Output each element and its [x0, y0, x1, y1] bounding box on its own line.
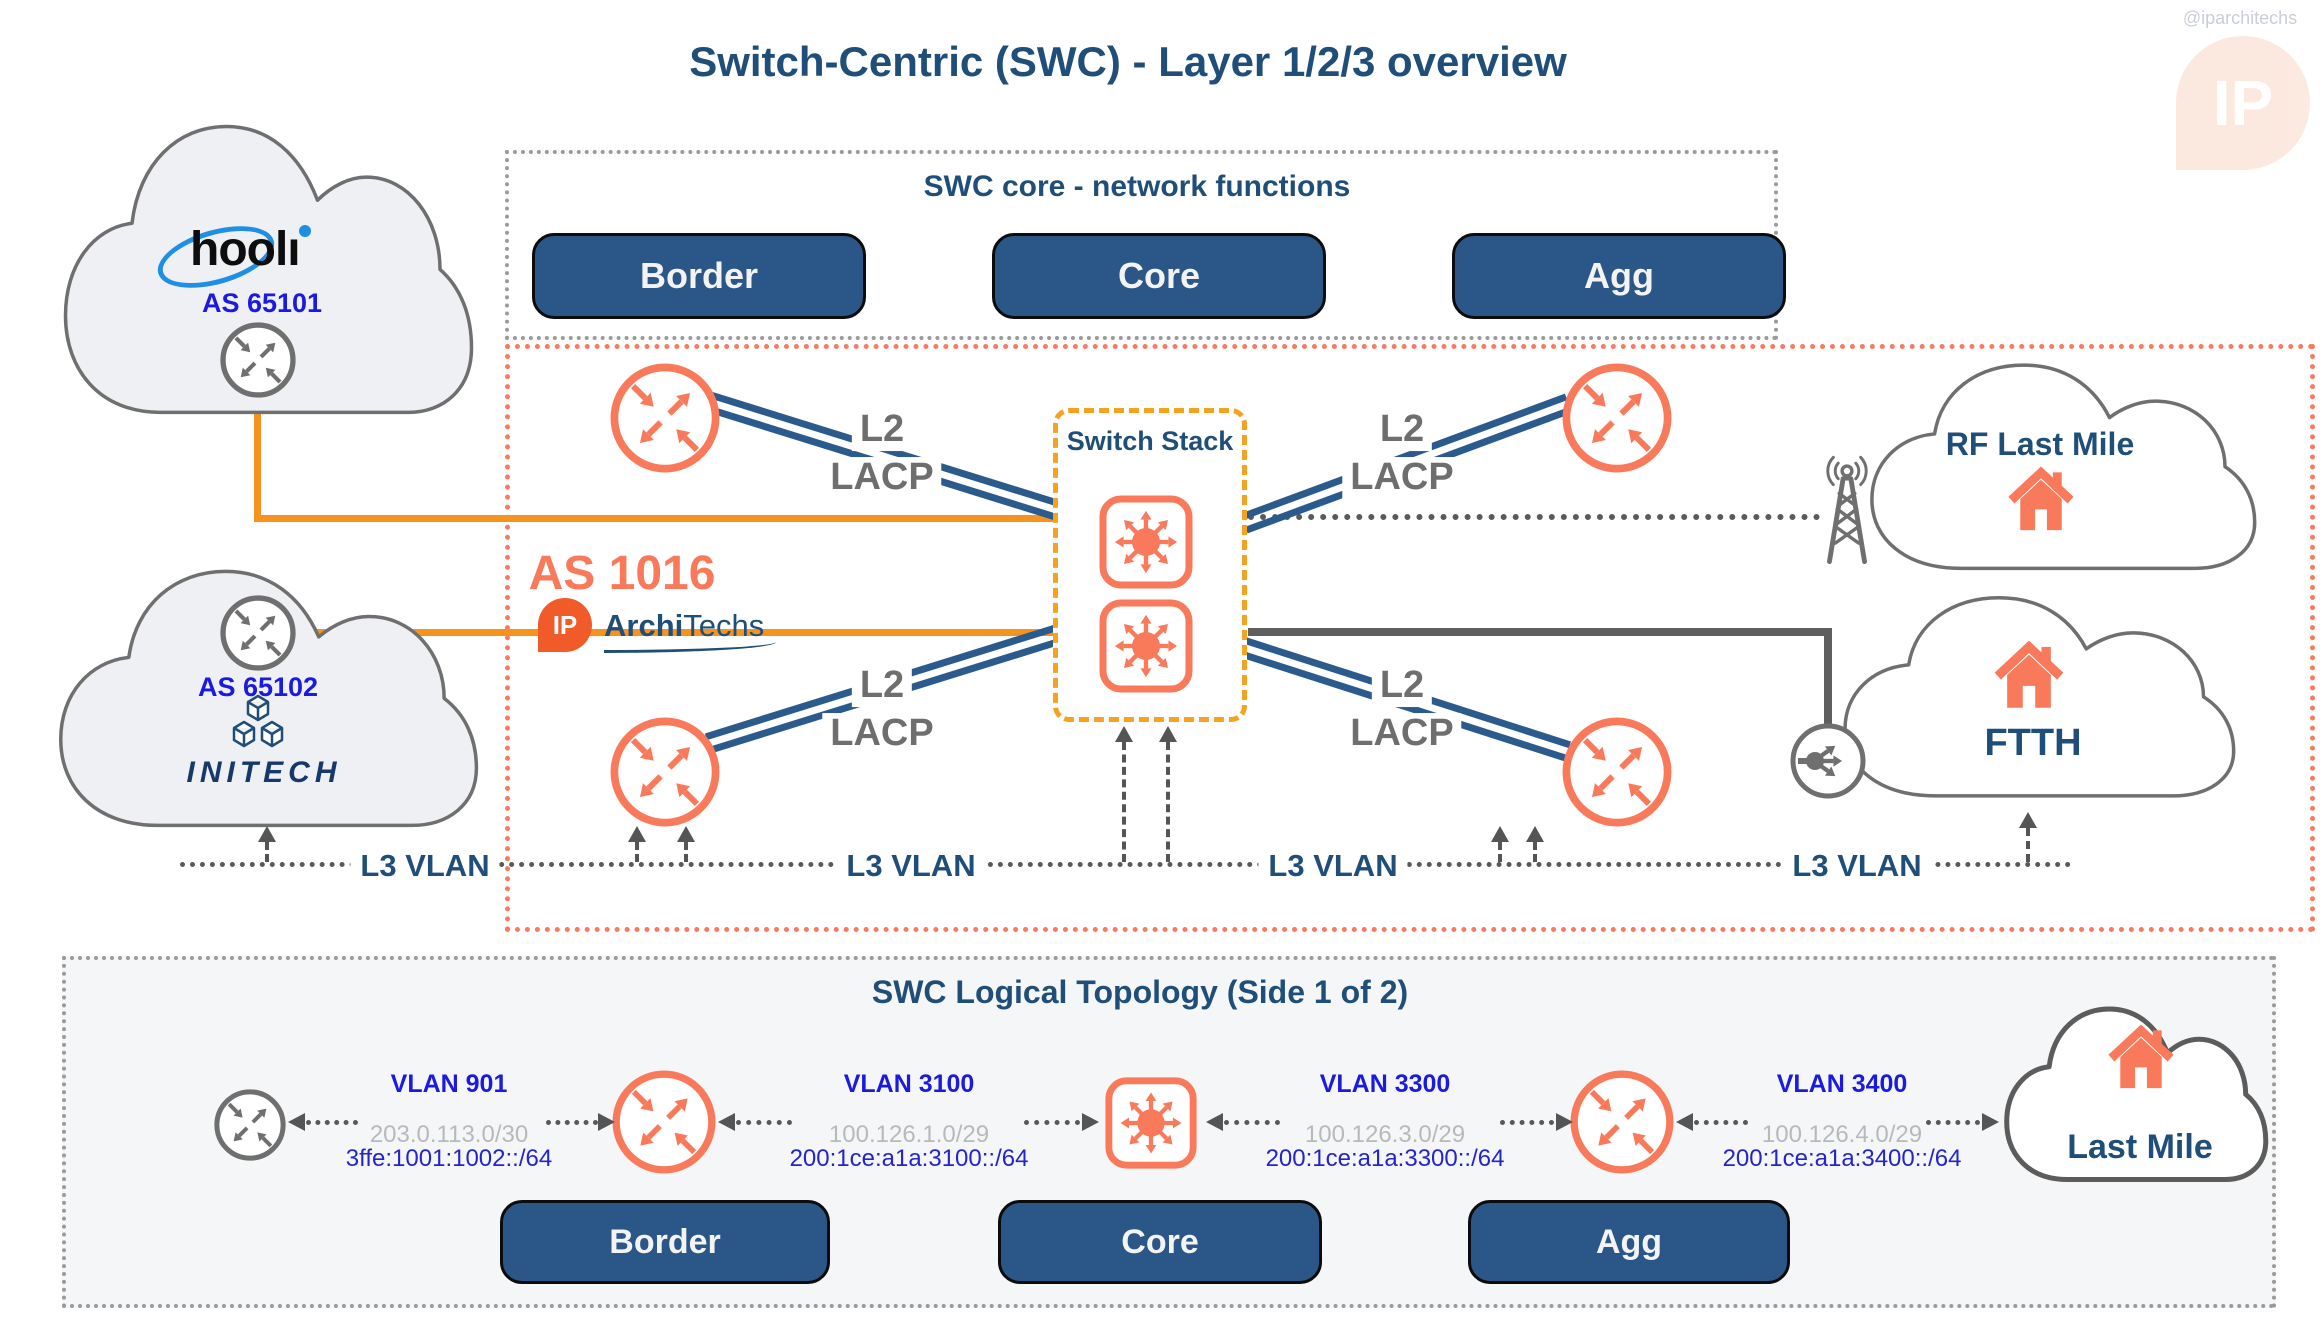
- lastmile-house-icon: [2108, 1024, 2174, 1089]
- swc-core-title: SWC core - network functions: [923, 170, 1351, 203]
- core-box-agg-button: Agg: [1452, 233, 1786, 319]
- vlan-3100-ipv6: 200:1ce:a1a:3100::/64: [789, 1145, 1029, 1172]
- lacp-label-bottom-left: LACP: [822, 713, 942, 755]
- rf-lastmile-dotted-link: [1248, 514, 1820, 520]
- l3-vlan-label-3: L3 VLAN: [1258, 848, 1408, 884]
- ftth-trunk-line: [1248, 628, 1832, 636]
- vlan-901-ipv6: 3ffe:1001:1002::/64: [345, 1145, 553, 1172]
- initech-logo-icon: [232, 694, 284, 748]
- core-box-core-button: Core: [992, 233, 1326, 319]
- l3-vlan-label-1: L3 VLAN: [350, 848, 500, 884]
- logical-core-switch-icon: [1102, 1074, 1200, 1172]
- arrow-to-stack-1: [1115, 726, 1133, 742]
- logical-agg-router-icon: [1570, 1070, 1674, 1174]
- logical-peer-router-icon: [214, 1089, 286, 1161]
- lacp-label-bottom-right: LACP: [1342, 713, 1462, 755]
- rf-lastmile-label: RF Last Mile: [1945, 426, 2135, 462]
- initech-uplink-line: [292, 629, 1056, 636]
- architechs-underline: [604, 642, 776, 653]
- optical-splitter-icon: [1790, 723, 1866, 799]
- arrow-to-agg-router-1: [1491, 826, 1509, 842]
- l2-label-bottom-left: L2: [851, 665, 913, 707]
- vlan-3100-ipv4: 100.126.1.0/29: [828, 1121, 990, 1148]
- l2-label-top-left: L2: [851, 409, 913, 451]
- ftth-trunk-line-drop: [1824, 628, 1832, 728]
- border-router-bottom-left-icon: [610, 717, 720, 827]
- arrow-to-ftth: [2019, 812, 2037, 828]
- ftth-house-icon: [1994, 640, 2064, 708]
- architechs-badge-icon: IP: [538, 598, 592, 652]
- logical-topology-title: SWC Logical Topology (Side 1 of 2): [871, 974, 1409, 1010]
- arrow-to-stack-2: [1159, 726, 1177, 742]
- vlan-3100-label: VLAN 3100: [843, 1070, 975, 1098]
- logical-core-button: Core: [998, 1200, 1322, 1284]
- page-title: Switch-Centric (SWC) - Layer 1/2/3 overv…: [689, 38, 1567, 85]
- vlan-901-label: VLAN 901: [390, 1070, 508, 1098]
- hooli-i-dot-icon: [299, 225, 311, 237]
- vlan-3300-ipv4: 100.126.3.0/29: [1304, 1121, 1466, 1148]
- l3-vlan-label-2: L3 VLAN: [836, 848, 986, 884]
- logical-agg-button: Agg: [1468, 1200, 1790, 1284]
- watermark-handle: @iparchitechs: [2182, 8, 2298, 28]
- architechs-wordmark: ArchiTechs: [604, 608, 765, 643]
- arrow-to-agg-router-2: [1526, 826, 1544, 842]
- border-router-top-left-icon: [610, 363, 720, 473]
- hooli-uplink-line: [254, 396, 261, 522]
- l3-vlan-label-4: L3 VLAN: [1782, 848, 1932, 884]
- swc-physical-box: [505, 344, 2315, 932]
- l3-vlan-dotted-line: [180, 862, 2072, 867]
- ftth-label: FTTH: [1984, 722, 2082, 764]
- initech-router-icon: [220, 595, 296, 671]
- l2-label-top-right: L2: [1371, 409, 1433, 451]
- vlan-3400-ipv4: 100.126.4.0/29: [1761, 1121, 1923, 1148]
- initech-name-label: INITECH: [186, 756, 342, 789]
- agg-router-bottom-right-icon: [1562, 717, 1672, 827]
- lastmile-label: Last Mile: [2067, 1128, 2213, 1166]
- vlan-3300-label: VLAN 3300: [1319, 1070, 1451, 1098]
- arrow-to-border-router-2: [677, 826, 695, 842]
- as1016-label: AS 1016: [528, 547, 716, 600]
- logical-border-button: Border: [500, 1200, 830, 1284]
- lacp-label-top-right: LACP: [1342, 457, 1462, 499]
- hooli-logo: hoolı: [150, 214, 360, 300]
- core-box-border-button: Border: [532, 233, 866, 319]
- stack-switch-2-icon: [1096, 596, 1196, 696]
- agg-router-top-right-icon: [1562, 363, 1672, 473]
- hooli-router-icon: [220, 322, 296, 398]
- arrow-to-border-router-1: [628, 826, 646, 842]
- vlan-3300-ipv6: 200:1ce:a1a:3300::/64: [1265, 1145, 1505, 1172]
- ip-watermark-logo-icon: IP: [2176, 36, 2310, 170]
- l2-label-bottom-right: L2: [1371, 665, 1433, 707]
- arrow-to-initech: [258, 826, 276, 842]
- vlan-3400-label: VLAN 3400: [1776, 1070, 1908, 1098]
- vlan-901-ipv4: 203.0.113.0/30: [369, 1121, 529, 1148]
- vlan-3400-ipv6: 200:1ce:a1a:3400::/64: [1722, 1145, 1962, 1172]
- rf-house-icon: [2008, 466, 2074, 531]
- stack-switch-1-icon: [1096, 492, 1196, 592]
- switch-stack-label: Switch Stack: [1066, 426, 1234, 456]
- hooli-as-label: AS 65101: [201, 288, 323, 318]
- lacp-label-top-left: LACP: [822, 457, 942, 499]
- hooli-uplink-line-horizontal: [254, 515, 1056, 522]
- logical-border-router-icon: [612, 1070, 716, 1174]
- radio-tower-icon: [1826, 455, 1868, 565]
